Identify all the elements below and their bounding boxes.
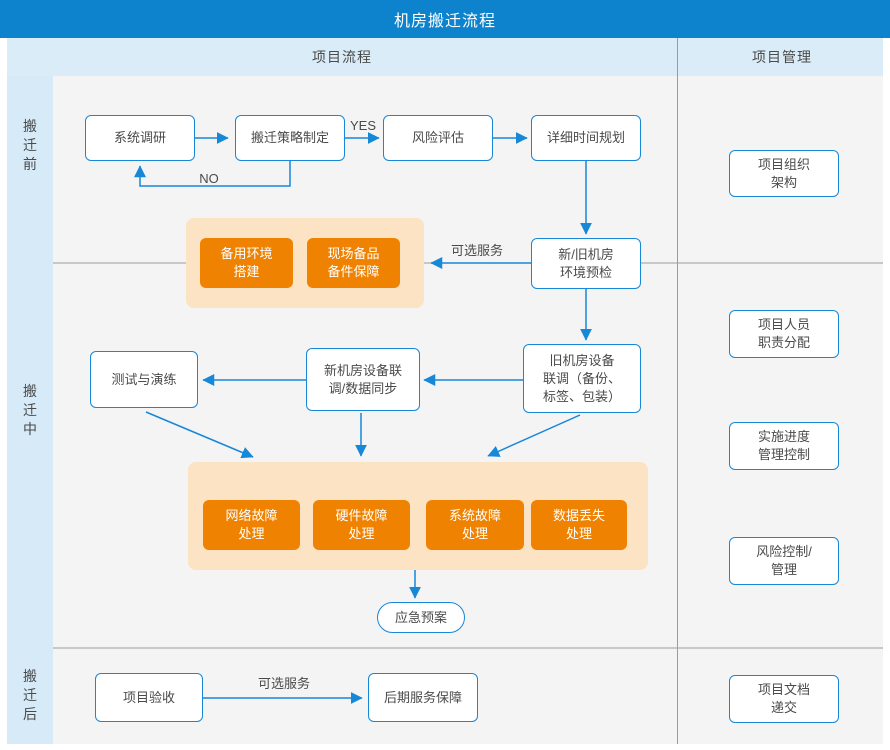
node-backup-environment: 备用环境 搭建	[200, 238, 293, 288]
edge-label-yes: YES	[349, 118, 376, 133]
node-spare-parts: 现场备品 备件保障	[307, 238, 400, 288]
node-mgmt-org-structure: 项目组织 架构	[729, 150, 839, 197]
edge-label-optional-top: 可选服务	[450, 243, 503, 258]
column-header-process: 项目流程	[312, 49, 372, 65]
node-system-fault: 系统故障 处理	[426, 500, 524, 550]
node-data-loss: 数据丢失 处理	[531, 500, 627, 550]
node-hardware-fault: 硬件故障 处理	[313, 500, 410, 550]
node-new-room-debug: 新机房设备联 调/数据同步	[306, 348, 420, 411]
column-divider-line	[677, 38, 678, 744]
node-strategy-making: 搬迁策略制定	[235, 115, 345, 161]
phase-label-after: 搬迁后	[22, 668, 38, 726]
phase-sidebar	[7, 76, 53, 744]
edge-label-no: NO	[199, 171, 219, 186]
node-mgmt-doc-delivery: 项目文档 递交	[729, 675, 839, 723]
phase-label-during: 搬迁中	[22, 383, 38, 441]
node-old-room-debug: 旧机房设备 联调（备份、 标签、包装）	[523, 344, 641, 413]
column-header-row: 项目流程 项目管理	[7, 38, 883, 76]
node-test-drill: 测试与演练	[90, 351, 198, 408]
node-mgmt-progress-control: 实施进度 管理控制	[729, 422, 839, 470]
page-title: 机房搬迁流程	[0, 0, 890, 38]
node-system-research: 系统调研	[85, 115, 195, 161]
phase-label-before: 搬迁前	[22, 118, 38, 176]
node-mgmt-risk-control: 风险控制/ 管理	[729, 537, 839, 585]
column-header-management: 项目管理	[752, 49, 812, 65]
node-environment-precheck: 新/旧机房 环境预检	[531, 238, 641, 289]
node-after-service: 后期服务保障	[368, 673, 478, 722]
node-risk-assessment: 风险评估	[383, 115, 493, 161]
node-time-planning: 详细时间规划	[531, 115, 641, 161]
node-emergency-plan: 应急预案	[377, 602, 465, 633]
edge-label-optional-bottom: 可选服务	[257, 676, 310, 691]
node-mgmt-staff-duty: 项目人员 职责分配	[729, 310, 839, 358]
flow-arrow-lines	[134, 132, 592, 704]
node-project-acceptance: 项目验收	[95, 673, 203, 722]
node-network-fault: 网络故障 处理	[203, 500, 300, 550]
